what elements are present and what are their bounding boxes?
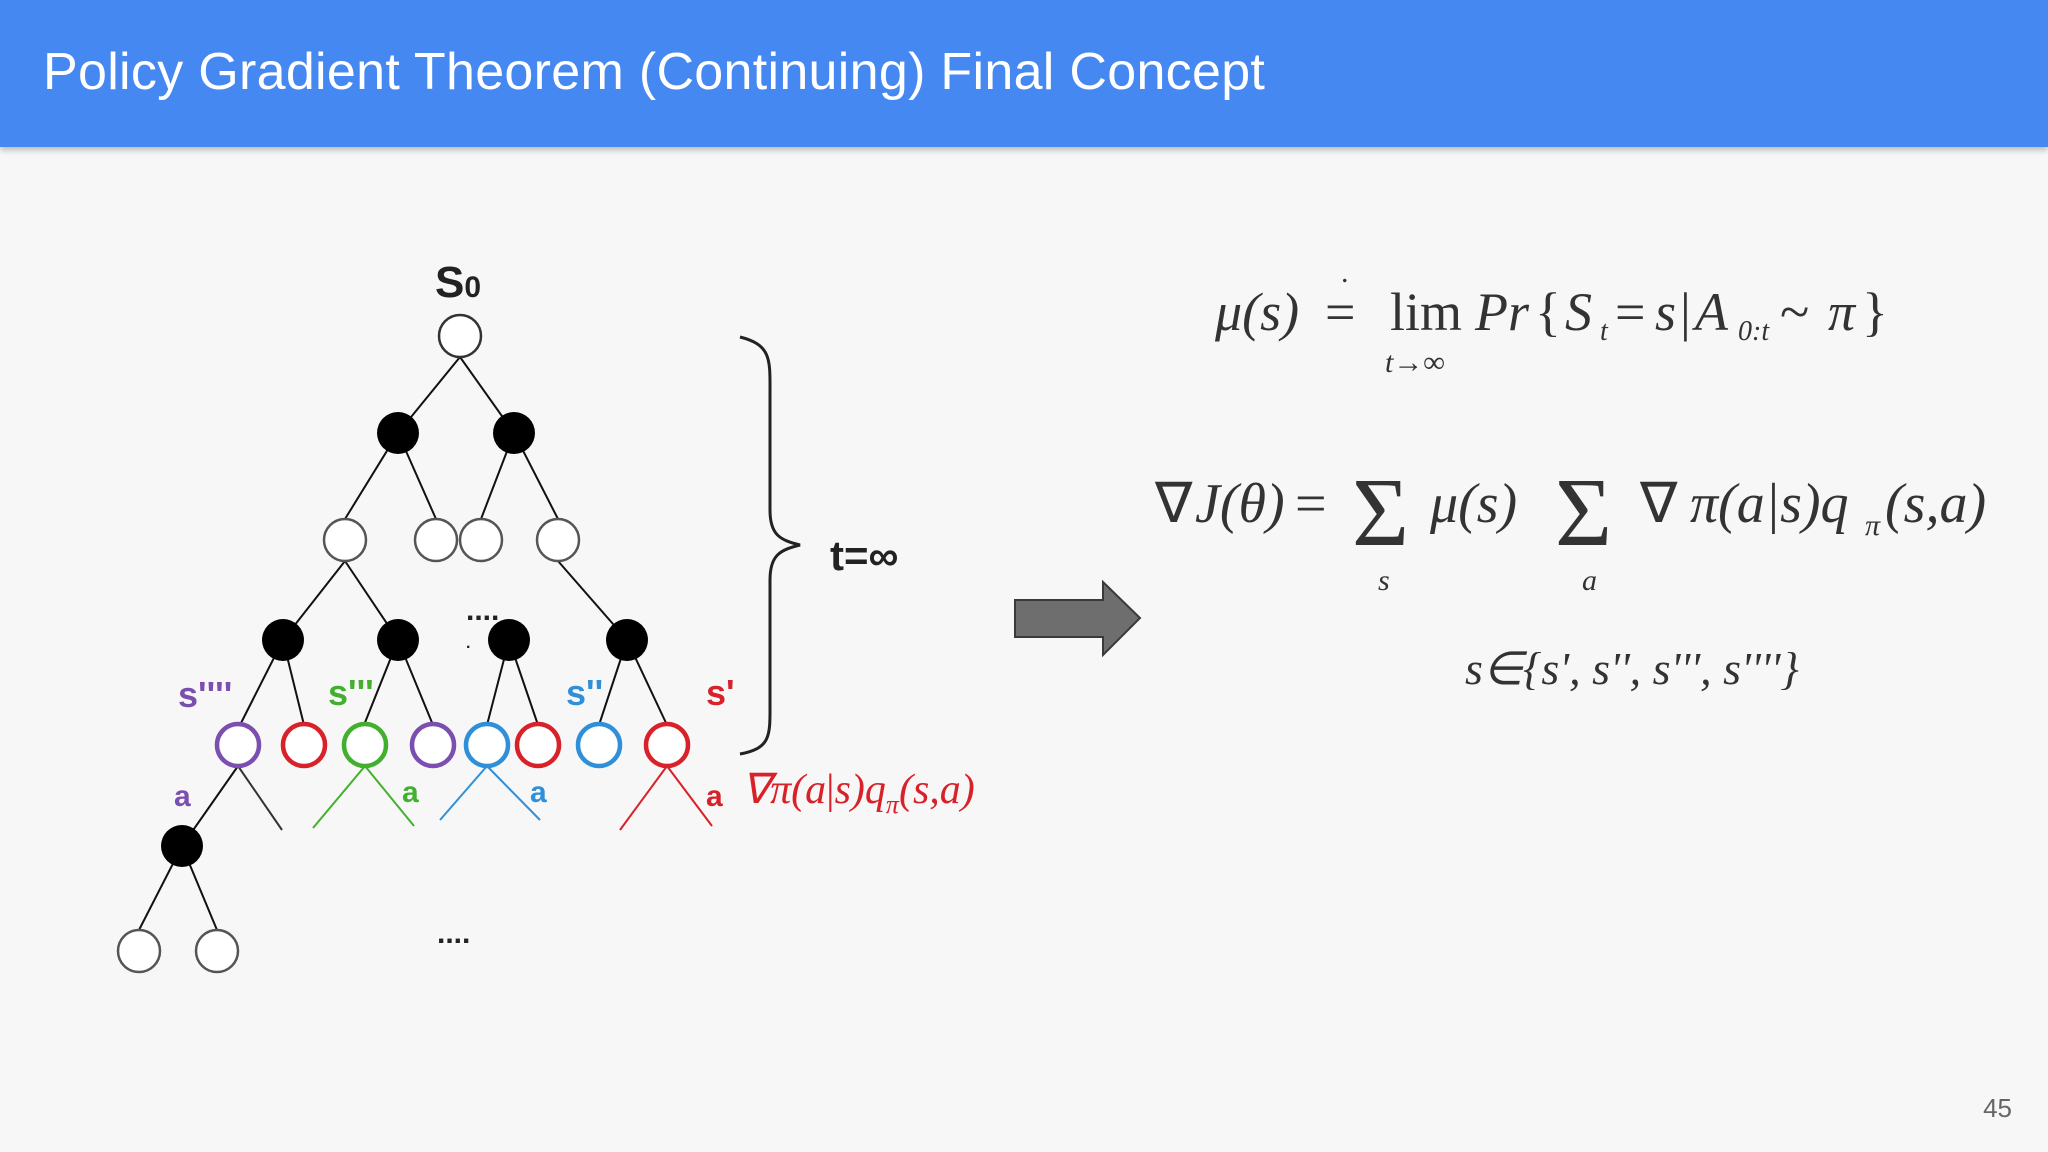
action-node xyxy=(606,619,648,661)
state-node-green xyxy=(341,721,389,769)
state-label-s3: s''' xyxy=(328,672,374,713)
svg-text:s: s xyxy=(1655,282,1676,342)
state-node xyxy=(116,928,162,974)
svg-text:∇: ∇ xyxy=(1154,473,1193,535)
action-node xyxy=(262,619,304,661)
ellipsis-dot: . xyxy=(466,635,470,652)
horizon-brace xyxy=(739,335,801,756)
state-node-blue xyxy=(575,721,623,769)
svg-text:lim: lim xyxy=(1390,282,1462,342)
svg-text:μ(s): μ(s) xyxy=(1214,282,1299,342)
svg-text:=: = xyxy=(1295,473,1327,535)
action-label-red: a xyxy=(706,780,723,813)
action-label-blue: a xyxy=(530,776,547,809)
state-set-equation: s∈{s', s'', s''', s''''} xyxy=(1465,643,1799,694)
svg-text:}: } xyxy=(1862,282,1888,342)
state-node-red xyxy=(643,721,691,769)
svg-text:A: A xyxy=(1692,282,1729,342)
ellipsis-bottom: .... xyxy=(437,917,470,950)
svg-text:Pr: Pr xyxy=(1474,282,1530,342)
state-node xyxy=(194,928,240,974)
svg-text:π: π xyxy=(1865,509,1881,542)
state-node xyxy=(535,517,581,563)
svg-text:{: { xyxy=(1535,282,1561,342)
svg-text:J(θ): J(θ) xyxy=(1195,473,1285,535)
mu-definition-equation: μ(s) = . lim t→∞ Pr { S t = s | A 0:t ~ … xyxy=(1214,256,1888,379)
slide-title: Policy Gradient Theorem (Continuing) Fin… xyxy=(43,43,1266,101)
svg-text:=: = xyxy=(1615,282,1645,342)
svg-text:|: | xyxy=(1680,282,1691,342)
gradient-equation: ∇ J(θ) = Σ s μ(s) Σ a ∇ π(a|s)q π (s,a) xyxy=(1154,459,1986,597)
root-label: S0 xyxy=(435,258,481,307)
state-label-s1: s' xyxy=(706,672,735,713)
svg-text:S: S xyxy=(1565,282,1592,342)
state-node-red xyxy=(514,721,562,769)
state-node xyxy=(322,517,368,563)
svg-text:a: a xyxy=(1582,564,1597,597)
red-formula: ∇π(a|s)qπ(s,a) xyxy=(742,767,975,819)
svg-text:Σ: Σ xyxy=(1352,459,1409,567)
svg-text:Σ: Σ xyxy=(1555,459,1612,567)
action-node xyxy=(493,412,535,454)
svg-text:π: π xyxy=(1828,282,1857,342)
svg-text:=: = xyxy=(1325,282,1355,342)
action-node xyxy=(377,412,419,454)
state-node-blue xyxy=(463,721,511,769)
svg-text:π(a|s)q: π(a|s)q xyxy=(1690,473,1849,535)
svg-text:(s,a): (s,a) xyxy=(1885,473,1986,535)
svg-text:μ(s): μ(s) xyxy=(1429,473,1517,535)
action-label-purple: a xyxy=(174,780,191,813)
horizon-label: t=∞ xyxy=(830,532,898,579)
svg-text:∇: ∇ xyxy=(1639,473,1678,535)
svg-text:t→∞: t→∞ xyxy=(1385,346,1445,379)
action-node xyxy=(377,619,419,661)
action-node xyxy=(161,825,203,867)
implication-arrow xyxy=(1014,579,1142,658)
state-node-purple xyxy=(214,721,262,769)
action-branches xyxy=(237,765,713,831)
state-node-red xyxy=(280,721,328,769)
action-label-green: a xyxy=(402,776,419,809)
state-label-s4: s'''' xyxy=(178,674,232,715)
svg-text:~: ~ xyxy=(1780,282,1809,342)
svg-text:0:t: 0:t xyxy=(1738,316,1770,347)
state-node-purple xyxy=(409,721,457,769)
root-state-node xyxy=(437,313,483,359)
svg-text:s: s xyxy=(1378,564,1390,597)
state-label-s2: s'' xyxy=(566,672,603,713)
svg-text:t: t xyxy=(1600,316,1609,347)
slide-number: 45 xyxy=(1983,1093,2012,1123)
state-node xyxy=(413,517,459,563)
title-bar: Policy Gradient Theorem (Continuing) Fin… xyxy=(0,0,2048,147)
action-node xyxy=(488,619,530,661)
svg-text:.: . xyxy=(1341,256,1349,289)
ellipsis-mid: .... xyxy=(466,594,499,627)
state-node xyxy=(458,517,504,563)
